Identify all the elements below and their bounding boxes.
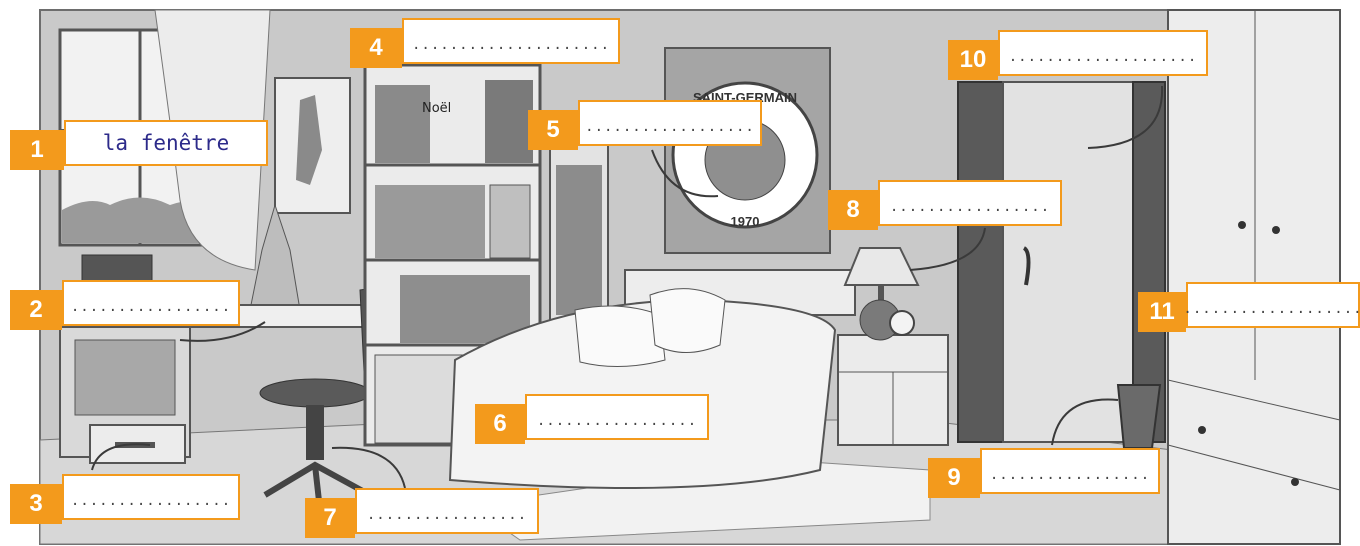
label-2-answer-field[interactable]: ................. bbox=[62, 280, 240, 326]
label-1: 1 la fenêtre bbox=[10, 120, 268, 170]
label-11-number: 11 bbox=[1138, 292, 1186, 332]
label-5-answer-field[interactable]: .................. bbox=[578, 100, 762, 146]
label-4-answer-dots: ..................... bbox=[412, 38, 610, 52]
label-11: 11 ................... bbox=[1138, 282, 1360, 332]
alarm-clock bbox=[890, 311, 914, 335]
label-11-answer-dots: ................... bbox=[1183, 302, 1360, 316]
label-1-answer-field[interactable]: la fenêtre bbox=[64, 120, 268, 166]
label-10-number: 10 bbox=[948, 40, 998, 80]
label-8-answer-dots: ................. bbox=[890, 200, 1050, 214]
wastebasket bbox=[1118, 385, 1160, 448]
label-3-answer-field[interactable]: ................. bbox=[62, 474, 240, 520]
label-1-answer-text: la fenêtre bbox=[103, 131, 229, 155]
label-4-number: 4 bbox=[350, 28, 402, 68]
nightstand bbox=[838, 335, 948, 445]
label-6-answer-dots: ................. bbox=[537, 414, 697, 428]
label-5-number: 5 bbox=[528, 110, 578, 150]
label-9-answer-dots: ................. bbox=[990, 468, 1150, 482]
label-7-answer-field[interactable]: ................. bbox=[355, 488, 539, 534]
label-5-answer-dots: .................. bbox=[585, 120, 755, 134]
label-11-answer-field[interactable]: ................... bbox=[1186, 282, 1360, 328]
label-1-number: 1 bbox=[10, 130, 64, 170]
label-6-number: 6 bbox=[475, 404, 525, 444]
label-2: 2 ................. bbox=[10, 280, 240, 330]
label-10-answer-dots: .................... bbox=[1009, 50, 1198, 64]
label-3: 3 ................. bbox=[10, 474, 240, 524]
label-9-number: 9 bbox=[928, 458, 980, 498]
label-5: 5 .................. bbox=[528, 100, 762, 150]
poster-year-text: 1970 bbox=[731, 214, 760, 229]
label-8-answer-field[interactable]: ................. bbox=[878, 180, 1062, 226]
psg-poster: SAINT-GERMAIN 1970 bbox=[665, 48, 830, 253]
label-2-answer-dots: ................. bbox=[71, 300, 231, 314]
label-3-answer-dots: ................. bbox=[71, 494, 231, 508]
label-10-answer-field[interactable]: .................... bbox=[998, 30, 1208, 76]
wardrobe bbox=[1168, 10, 1340, 544]
label-6-answer-field[interactable]: ................. bbox=[525, 394, 709, 440]
label-10: 10 .................... bbox=[948, 30, 1208, 80]
label-3-number: 3 bbox=[10, 484, 62, 524]
label-9: 9 ................. bbox=[928, 448, 1160, 498]
label-7-number: 7 bbox=[305, 498, 355, 538]
label-4: 4 ..................... bbox=[350, 18, 620, 68]
label-9-answer-field[interactable]: ................. bbox=[980, 448, 1160, 494]
label-4-answer-field[interactable]: ..................... bbox=[402, 18, 620, 64]
label-7-answer-dots: ................. bbox=[367, 508, 527, 522]
label-7: 7 ................. bbox=[305, 488, 539, 538]
label-8-number: 8 bbox=[828, 190, 878, 230]
label-2-number: 2 bbox=[10, 290, 62, 330]
label-6: 6 ................. bbox=[475, 394, 709, 444]
noel-book-title: Noël bbox=[422, 101, 451, 116]
label-8: 8 ................. bbox=[828, 180, 1062, 230]
